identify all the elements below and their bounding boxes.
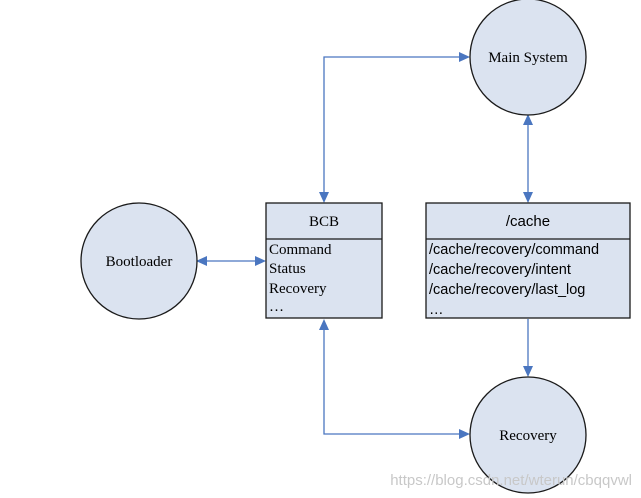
node-bootloader: Bootloader <box>80 202 198 320</box>
node-cache: /cache /cache/recovery/command /cache/re… <box>425 202 631 319</box>
bcb-field: … <box>269 299 284 315</box>
bcb-field: Status <box>269 261 306 277</box>
arrowhead-to-recovery <box>459 429 470 439</box>
node-main-system-label: Main System <box>488 50 568 66</box>
arrowhead-to-main-system-2 <box>523 114 533 125</box>
cache-title: /cache <box>506 213 550 230</box>
arrowhead-to-bcb-3 <box>319 319 329 330</box>
arrowhead-to-cache <box>523 192 533 203</box>
watermark: https://blog.csdn.net/wterun/cbqqvwl <box>390 472 632 489</box>
arrowhead-to-recovery-2 <box>523 366 533 377</box>
edge-bcb-main-system <box>319 52 470 203</box>
cache-file: /cache/recovery/command <box>429 242 599 258</box>
edge-main-system-cache <box>523 114 533 203</box>
cache-file: /cache/recovery/intent <box>429 262 571 278</box>
cache-file: /cache/recovery/last_log <box>429 282 585 298</box>
edge-bootloader-bcb <box>196 256 266 266</box>
node-recovery: Recovery <box>469 376 587 494</box>
node-main-system: Main System <box>469 0 587 116</box>
arrowhead-to-bcb-2 <box>255 256 266 266</box>
bcb-title: BCB <box>309 214 339 230</box>
node-recovery-label: Recovery <box>499 428 557 444</box>
arrowhead-to-main-system <box>459 52 470 62</box>
bcb-field: Recovery <box>269 281 327 297</box>
arrowhead-to-bootloader <box>196 256 207 266</box>
cache-file: … <box>429 302 444 318</box>
edge-cache-recovery <box>523 319 533 377</box>
node-bootloader-label: Bootloader <box>106 254 173 270</box>
edge-bcb-recovery <box>319 319 470 439</box>
arrowhead-to-bcb <box>319 192 329 203</box>
node-bcb: BCB Command Status Recovery … <box>265 202 383 319</box>
bcb-field: Command <box>269 242 332 258</box>
